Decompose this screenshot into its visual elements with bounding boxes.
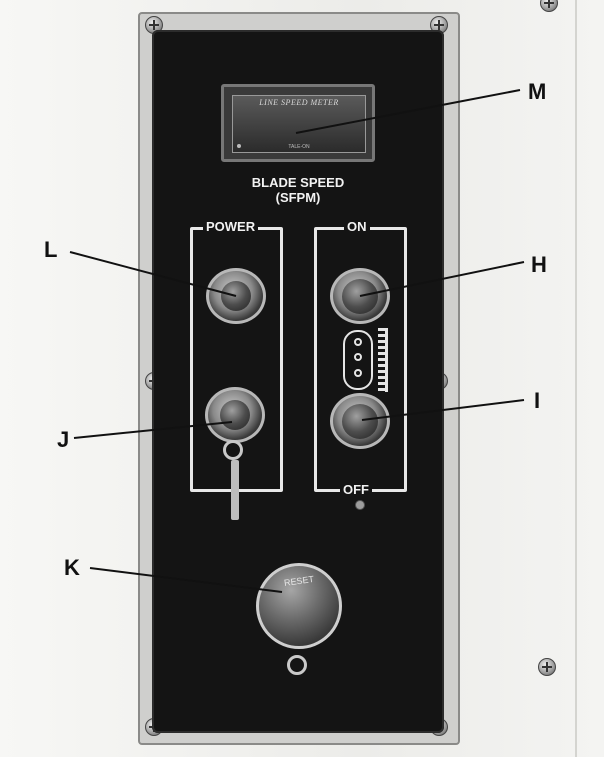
- callout-j: J: [57, 427, 70, 452]
- callout-m: M: [528, 79, 547, 104]
- callout-k: K: [64, 555, 80, 580]
- off-stop-button[interactable]: [330, 393, 390, 449]
- key-switch-cylinder: [220, 400, 250, 430]
- off-button-face: [342, 404, 378, 439]
- lower-wheel-icon: [354, 369, 362, 377]
- meter-indicator-dot: [237, 144, 241, 148]
- bandsaw-wheels-icon: [343, 330, 373, 390]
- power-key-switch[interactable]: [205, 387, 265, 443]
- cabinet-screw-bottom: [538, 658, 556, 676]
- leader-line-k: [89, 567, 283, 593]
- leader-line-l: [69, 251, 237, 297]
- cabinet-frame-edge: [575, 0, 577, 757]
- leader-line-m: [295, 89, 521, 134]
- panel-small-screw: [355, 500, 365, 510]
- blade-speed-label: BLADE SPEED: [251, 175, 345, 190]
- meter-brand-label: LINE SPEED METER: [259, 98, 339, 107]
- callout-i: I: [534, 388, 541, 413]
- saw-blade-teeth-icon: [378, 328, 388, 392]
- on-start-button[interactable]: [330, 268, 390, 324]
- upper-wheel-icon: [354, 338, 362, 346]
- middle-wheel-icon: [354, 353, 362, 361]
- emergency-stop-reset-button[interactable]: RESET: [256, 563, 342, 649]
- on-button-face: [342, 279, 378, 314]
- meter-maker-label: TALE-ON: [288, 144, 310, 150]
- power-group-label: POWER: [203, 219, 259, 234]
- leader-line-j: [73, 421, 233, 439]
- panel-ring-fitting: [287, 655, 307, 675]
- leader-line-h: [359, 261, 525, 297]
- callout-h: H: [531, 252, 547, 277]
- callout-l: L: [44, 237, 58, 262]
- key-icon: [231, 460, 239, 520]
- key-ring-icon: [223, 440, 243, 460]
- leader-line-i: [361, 399, 525, 421]
- blade-speed-units-label: (SFPM): [275, 190, 321, 205]
- on-group-label: ON: [344, 219, 370, 234]
- off-group-label: OFF: [340, 482, 372, 497]
